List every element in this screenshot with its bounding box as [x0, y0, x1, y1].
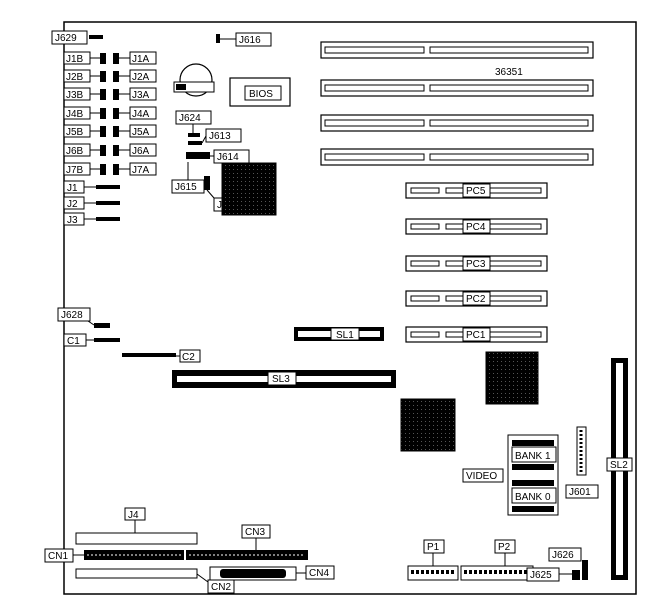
c2-label: C2	[182, 352, 195, 363]
board-silkscreen: 36351	[495, 67, 523, 78]
j625-label: J625	[530, 570, 552, 581]
jumper-row-j1: J1B J1A	[63, 51, 157, 65]
bios-label: BIOS	[249, 89, 273, 100]
bank0-label: BANK 0	[515, 492, 551, 503]
j7b-label: J7B	[66, 165, 84, 176]
jumper-j1: J1	[63, 180, 120, 194]
slot-sl3: SL3	[172, 370, 396, 388]
j5b-label: J5B	[66, 127, 84, 138]
j4b-label: J4B	[66, 109, 84, 120]
jumper-j2: J2	[63, 196, 120, 210]
c1-label: C1	[67, 336, 80, 347]
jumper-row-j3: J3B J3A	[63, 87, 157, 101]
j624-label: J624	[179, 113, 201, 124]
pc1-label: PC1	[466, 330, 486, 341]
connector-c2: C2	[122, 349, 201, 363]
j5a-label: J5A	[132, 127, 150, 138]
j6a-label: J6A	[132, 146, 150, 157]
chipset-chip-1	[485, 351, 539, 405]
connector-j4: J4	[75, 507, 198, 545]
bios-chip: BIOS	[229, 77, 291, 107]
slot-sl2: SL2	[606, 358, 633, 580]
video-memory: BANK 1 BANK 0 VIDEO	[462, 434, 559, 516]
cn2-label: CN2	[211, 582, 231, 593]
isa-slot-1	[320, 41, 594, 59]
connector-j601: J601	[565, 426, 599, 499]
pc2-label: PC2	[466, 294, 486, 305]
jumper-j629: J629	[51, 30, 103, 45]
j613-label: J613	[209, 131, 231, 142]
pc3-label: PC3	[466, 259, 486, 270]
power-p2: P2	[460, 539, 534, 581]
j615-label: J615	[175, 182, 197, 193]
j6b-label: J6B	[66, 146, 84, 157]
battery	[173, 63, 215, 97]
pci-slot-pc4: PC4	[405, 218, 548, 235]
connector-cn1: CN1	[44, 548, 184, 563]
cn4-label: CN4	[309, 568, 329, 579]
jumper-j614: J614	[186, 149, 250, 164]
j616-label: J616	[239, 35, 261, 46]
jumper-j626: J626	[548, 547, 588, 580]
jumper-row-j4: J4B J4A	[63, 106, 157, 120]
jumper-row-j5: J5B J5A	[63, 124, 157, 138]
j1-label: J1	[67, 183, 78, 194]
j601-label: J601	[569, 487, 591, 498]
sl3-label: SL3	[272, 374, 290, 385]
j628-label: J628	[61, 310, 83, 321]
j1b-label: J1B	[66, 54, 84, 65]
j3b-label: J3B	[66, 90, 84, 101]
j2-label: J2	[67, 199, 78, 210]
jumper-row-j6: J6B J6A	[63, 143, 157, 157]
cpu-chip	[221, 162, 277, 216]
connector-cn4: CN4	[209, 565, 335, 581]
j629-label: J629	[55, 33, 77, 44]
pc4-label: PC4	[466, 222, 486, 233]
pci-slot-pc1: PC1	[405, 326, 548, 343]
jumper-j625: J625	[526, 567, 580, 582]
j614-label: J614	[217, 152, 239, 163]
sl1-label: SL1	[336, 330, 354, 341]
isa-slot-3	[320, 114, 594, 132]
j3a-label: J3A	[132, 90, 150, 101]
video-label: VIDEO	[466, 471, 497, 482]
sl2-label: SL2	[610, 460, 628, 471]
pci-slot-pc2: PC2	[405, 290, 548, 307]
connector-c1: C1	[63, 333, 120, 347]
j7a-label: J7A	[132, 165, 150, 176]
slot-sl1: SL1	[294, 327, 384, 341]
jumper-j613: J613	[188, 128, 242, 145]
chipset-chip-2	[400, 398, 456, 452]
j3-label: J3	[67, 215, 78, 226]
j4a-label: J4A	[132, 109, 150, 120]
jumper-j3: J3	[63, 212, 120, 226]
jumper-j628: J628	[57, 307, 110, 328]
cn1-label: CN1	[48, 551, 68, 562]
p2-label: P2	[498, 542, 511, 553]
cn3-label: CN3	[245, 527, 265, 538]
p1-label: P1	[427, 542, 440, 553]
bank1-label: BANK 1	[515, 451, 551, 462]
jumper-row-j2: J2B J2A	[63, 69, 157, 83]
isa-slot-4	[320, 148, 594, 166]
j626-label: J626	[552, 550, 574, 561]
pci-slot-pc3: PC3	[405, 255, 548, 272]
jumper-j616: J616	[216, 32, 272, 47]
power-p1: P1	[407, 539, 459, 581]
j2b-label: J2B	[66, 72, 84, 83]
j1a-label: J1A	[132, 54, 150, 65]
jumper-j615: J615	[171, 162, 205, 194]
connector-cn3: CN3	[186, 524, 308, 560]
j4-label: J4	[128, 510, 139, 521]
isa-slot-2	[320, 79, 594, 97]
jumper-row-j7: J7B J7A	[63, 162, 157, 176]
connector-cn2: CN2	[75, 568, 235, 594]
j2a-label: J2A	[132, 72, 150, 83]
pci-slot-pc5: PC5	[405, 182, 548, 199]
jumper-j624: J624	[175, 110, 212, 137]
pc5-label: PC5	[466, 186, 486, 197]
